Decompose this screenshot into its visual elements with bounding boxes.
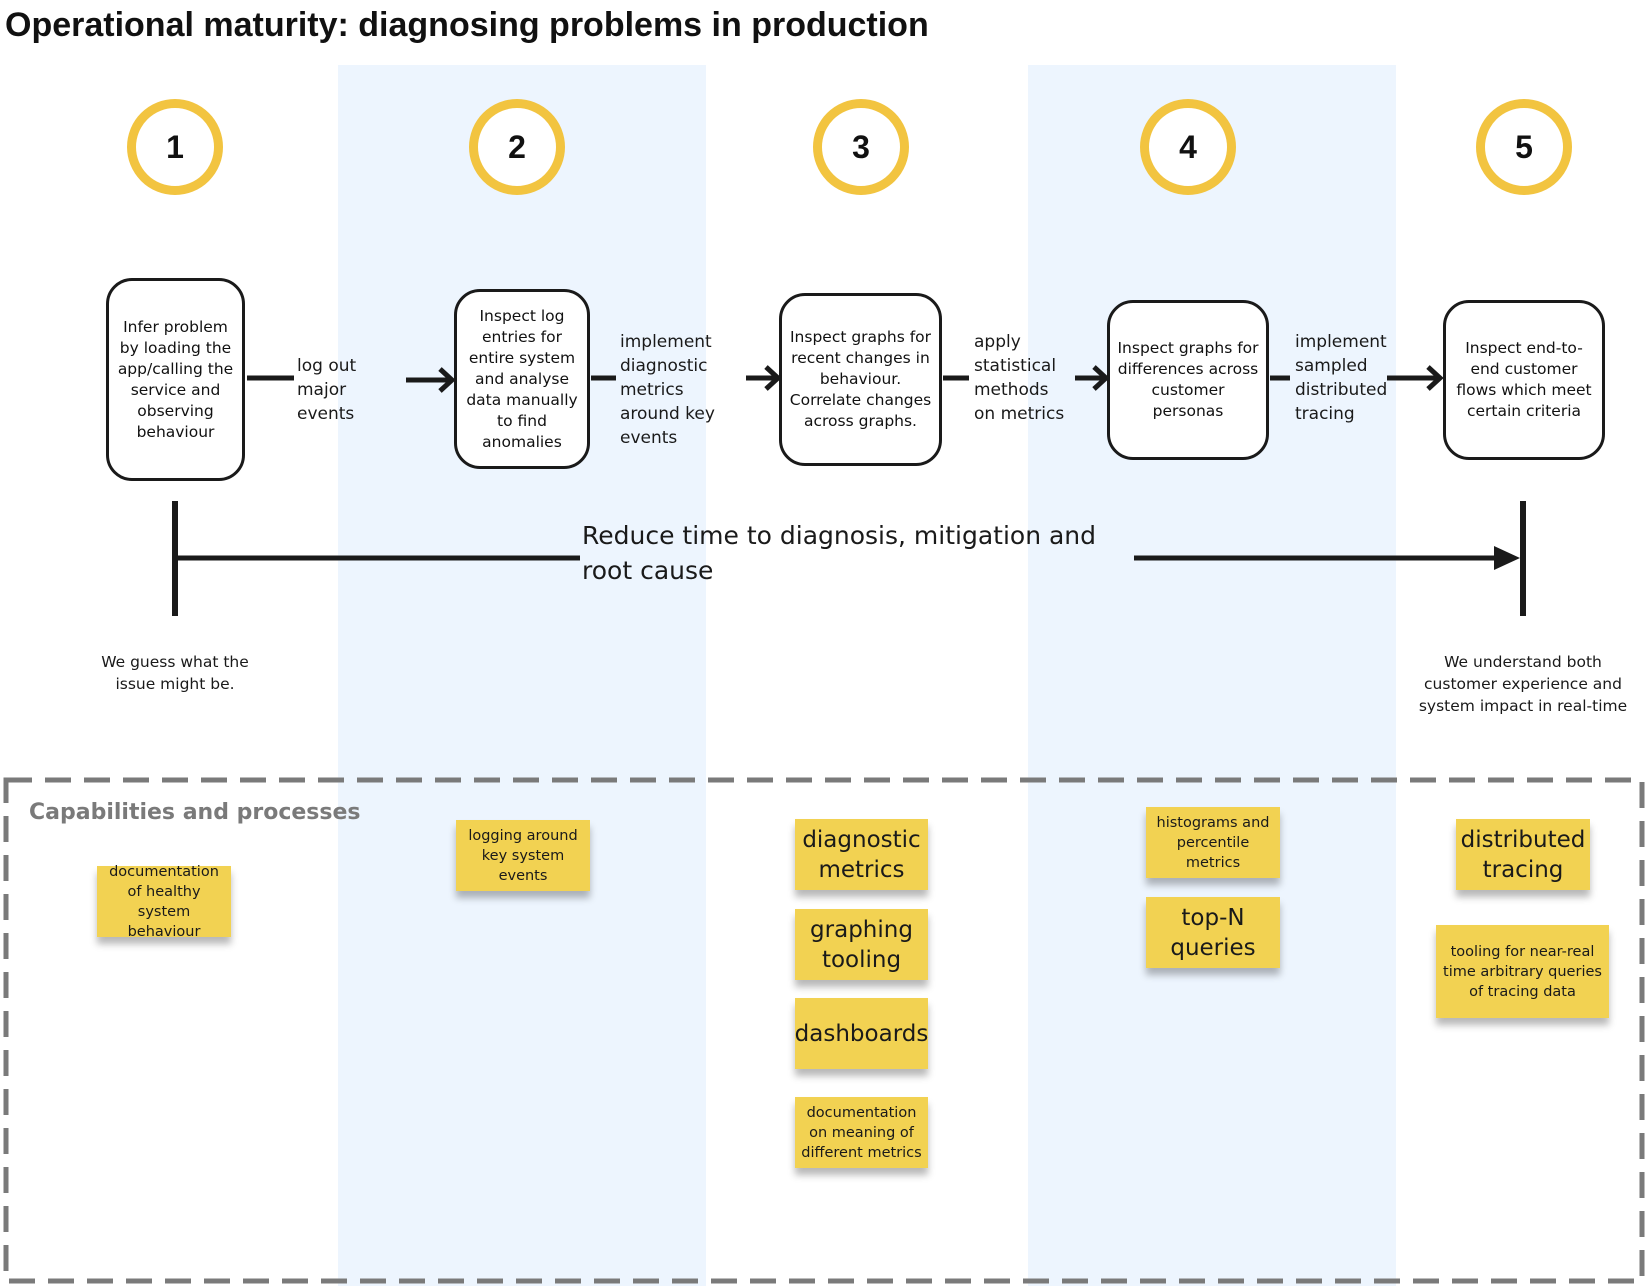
transition-2-3-label: implement diagnostic metrics around key … xyxy=(620,332,715,448)
stage-1-badge: 1 xyxy=(127,99,223,195)
timeline-end-note: We understand both customer experience a… xyxy=(1418,653,1628,715)
stage-4-badge: 4 xyxy=(1140,99,1236,195)
sticky-note: documentation of healthy system behaviou… xyxy=(97,864,231,940)
transition-3-4-label: apply statistical methods on metrics xyxy=(974,332,1065,424)
transition-1-2-label: log out major events xyxy=(297,356,357,424)
connector-4-5-arrow xyxy=(1387,365,1444,391)
sticky-note: documentation on meaning of different me… xyxy=(795,1097,928,1168)
transition-4-5-label: implement sampled distributed tracing xyxy=(1295,332,1388,424)
timeline-start-note: We guess what the issue might be. xyxy=(101,653,249,693)
sticky-note: diagnostic metrics xyxy=(795,819,928,890)
stage-4-band xyxy=(1028,65,1396,1286)
stage-3-box: Inspect graphs for recent changes in beh… xyxy=(779,293,942,466)
capabilities-container xyxy=(3,777,1645,1284)
sticky-note: tooling for near-real time arbitrary que… xyxy=(1436,925,1609,1018)
sticky-note: distributed tracing xyxy=(1456,819,1590,890)
timeline-label: Reduce time to diagnosis, mitigation and… xyxy=(582,521,1097,585)
sticky-note: logging around key system events xyxy=(456,820,590,891)
sticky-note: histograms and percentile metrics xyxy=(1146,807,1280,878)
stage-2-band xyxy=(338,65,706,1286)
sticky-note: graphing tooling xyxy=(795,909,928,980)
stage-4-box: Inspect graphs for differences across cu… xyxy=(1107,300,1269,460)
stage-2-box: Inspect log entries for entire system an… xyxy=(454,289,590,469)
stage-5-box: Inspect end-to-end customer flows which … xyxy=(1443,300,1605,460)
timeline-arrowhead xyxy=(1494,546,1520,570)
page-title: Operational maturity: diagnosing problem… xyxy=(5,6,929,44)
capabilities-label: Capabilities and processes xyxy=(29,800,361,825)
stage-5-badge: 5 xyxy=(1476,99,1572,195)
connector-2-3-arrow xyxy=(746,365,782,391)
sticky-note: dashboards xyxy=(795,998,928,1069)
sticky-note: top-N queries xyxy=(1146,897,1280,968)
stage-3-badge: 3 xyxy=(813,99,909,195)
connector-1-2-arrow xyxy=(406,367,456,393)
connector-3-4-arrow xyxy=(1075,365,1110,391)
stage-1-box: Infer problem by loading the app/calling… xyxy=(106,278,245,481)
stage-2-badge: 2 xyxy=(469,99,565,195)
